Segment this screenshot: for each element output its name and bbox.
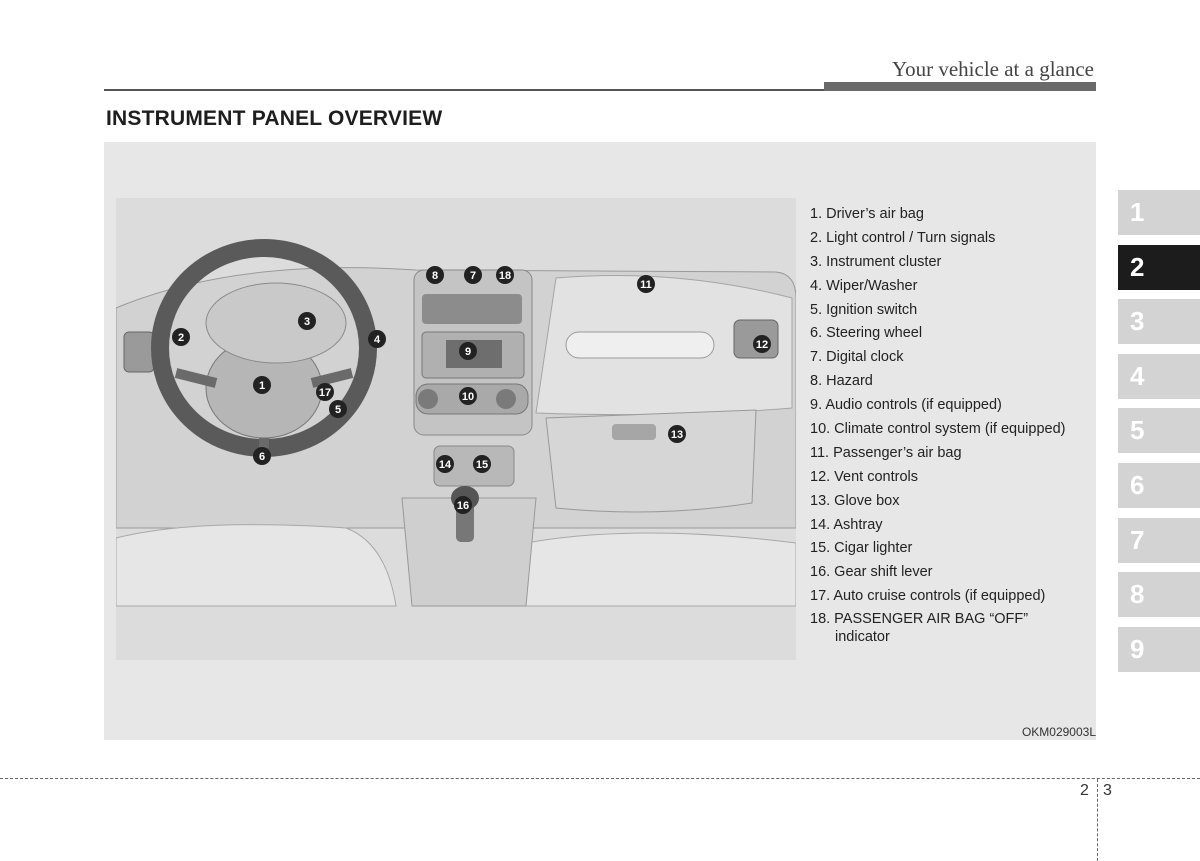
svg-text:10: 10 <box>462 391 474 403</box>
callout-18: 18 <box>496 266 514 284</box>
callout-10: 10 <box>459 387 477 405</box>
legend-item: 8. Hazard <box>810 373 873 390</box>
legend-item: 15. Cigar lighter <box>810 540 913 557</box>
callout-5: 5 <box>329 400 347 418</box>
callout-15: 15 <box>473 455 491 473</box>
svg-text:15: 15 <box>476 459 488 471</box>
chapter-tab-2[interactable]: 2 <box>1118 244 1200 290</box>
figure-code: OKM029003L <box>1021 725 1096 739</box>
legend-item: 3. Instrument cluster <box>810 253 942 270</box>
header-rule-accent <box>824 82 1096 91</box>
callout-6: 6 <box>253 447 271 465</box>
legend-item: 17. Auto cruise controls (if equipped) <box>810 588 1046 605</box>
svg-text:16: 16 <box>457 500 469 512</box>
chapter-tab-3[interactable]: 3 <box>1118 299 1200 345</box>
page-number: 3 <box>1103 782 1112 799</box>
svg-text:14: 14 <box>439 459 452 471</box>
svg-text:7: 7 <box>470 270 476 282</box>
legend-item: 1. Driver’s air bag <box>810 206 924 222</box>
chapter-tab-4[interactable]: 4 <box>1118 353 1200 399</box>
svg-text:1: 1 <box>259 380 265 392</box>
chapter-tab-9[interactable]: 9 <box>1118 626 1200 672</box>
legend-item: 4. Wiper/Washer <box>810 277 918 294</box>
component-legend: 1. Driver’s air bag 2. Light control / T… <box>810 204 1100 646</box>
chapter-tab-1[interactable]: 1 <box>1118 190 1200 235</box>
chapter-tab-8[interactable]: 8 <box>1118 572 1200 618</box>
svg-text:13: 13 <box>671 429 683 441</box>
chapter-tab-5[interactable]: 5 <box>1118 408 1200 454</box>
legend-item: 7. Digital clock <box>810 349 904 366</box>
svg-text:17: 17 <box>319 387 331 399</box>
callout-2: 2 <box>172 328 190 346</box>
legend-item: 6. Steering wheel <box>810 325 923 342</box>
chapter-tab-6[interactable]: 6 <box>1118 462 1200 508</box>
callout-3: 3 <box>298 312 316 330</box>
legend-item: 11. Passenger’s air bag <box>810 444 962 461</box>
callout-16: 16 <box>454 496 472 514</box>
svg-text:2: 2 <box>178 332 184 344</box>
svg-text:4: 4 <box>374 334 381 346</box>
callout-17: 17 <box>316 383 334 401</box>
chapter-tabs: 1 2 3 4 5 6 7 8 9 <box>1118 190 1200 681</box>
callout-14: 14 <box>436 455 454 473</box>
legend-item: 2. Light control / Turn signals <box>810 229 996 246</box>
svg-text:18: 18 <box>499 270 511 282</box>
legend-item: 12. Vent controls <box>810 468 919 485</box>
legend-item: 5. Ignition switch <box>810 301 918 318</box>
legend-item: 16. Gear shift lever <box>810 564 933 581</box>
legend-item: 18. PASSENGER AIR BAG “OFF” indicator <box>810 611 1029 646</box>
header-rule <box>104 89 824 91</box>
section-title: INSTRUMENT PANEL OVERVIEW <box>106 107 443 130</box>
legend-item: 13. Glove box <box>810 492 900 509</box>
callout-11: 11 <box>637 275 655 293</box>
instrument-panel-illustration: 1 2 3 4 5 6 7 8 9 10 11 12 13 14 15 16 1… <box>116 198 796 660</box>
legend-item: 14. Ashtray <box>810 516 883 533</box>
svg-text:8: 8 <box>432 270 438 282</box>
legend-item: 9. Audio controls (if equipped) <box>810 397 1002 414</box>
callout-12: 12 <box>753 335 771 353</box>
callout-9: 9 <box>459 342 477 360</box>
page-gutter-divider <box>1097 779 1098 861</box>
svg-text:3: 3 <box>304 316 310 328</box>
callout-8: 8 <box>426 266 444 284</box>
page-chapter-number: 2 <box>1080 782 1089 799</box>
svg-text:9: 9 <box>465 346 471 358</box>
svg-text:6: 6 <box>259 451 265 463</box>
chapter-tab-7[interactable]: 7 <box>1118 517 1200 563</box>
footer-divider <box>0 778 1200 779</box>
callout-1: 1 <box>253 376 271 394</box>
legend-item: 10. Climate control system (if equipped) <box>810 421 1066 438</box>
svg-text:11: 11 <box>640 279 652 291</box>
callout-4: 4 <box>368 330 386 348</box>
callout-13: 13 <box>668 425 686 443</box>
svg-text:5: 5 <box>335 404 341 416</box>
callout-7: 7 <box>464 266 482 284</box>
running-header: Your vehicle at a glance <box>892 57 1094 81</box>
svg-text:12: 12 <box>756 339 768 351</box>
